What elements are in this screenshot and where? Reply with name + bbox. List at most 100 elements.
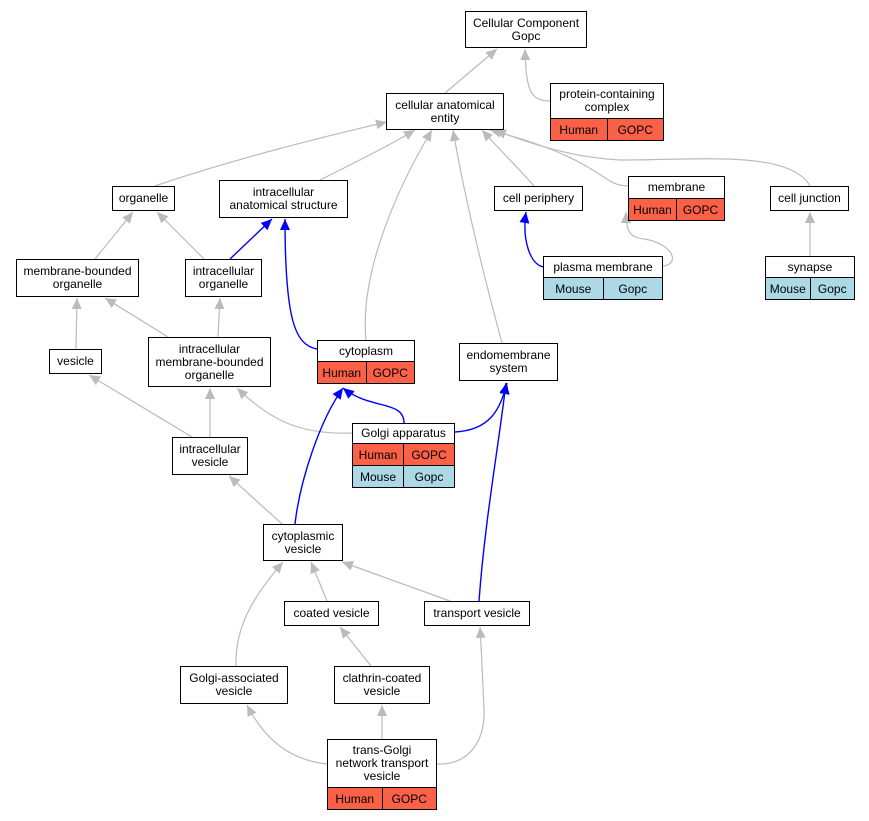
node-label: transport vesicle <box>433 606 521 620</box>
edge-tv-to-cv <box>341 561 451 602</box>
node-label: cytoplasmic vesicle <box>271 528 335 556</box>
edge-cj-to-cae <box>494 129 811 187</box>
edge-imbo-to-mbo <box>104 297 169 338</box>
node-clathrin-coated-vesicle[interactable]: clathrin-coated vesicle <box>334 666 430 704</box>
node-label: endomembrane system <box>466 348 551 375</box>
node-label: intracellular organelle <box>192 264 255 291</box>
edge-io-to-ias[interactable] <box>229 218 273 260</box>
edge-cv-to-cyto[interactable] <box>294 387 344 525</box>
node-cell-periphery[interactable]: cell periphery <box>494 186 583 211</box>
gene-cell: GOPC <box>381 788 436 809</box>
edge-imbo-to-io <box>214 297 225 338</box>
edge-cyto-to-cae <box>364 129 433 341</box>
edge-gav-to-cv <box>235 561 284 667</box>
edge-pcc-to-cc <box>520 48 551 102</box>
gene-cell: GOPC <box>606 119 663 140</box>
species-cell: Mouse <box>766 278 810 299</box>
node-label: vesicle <box>57 354 94 368</box>
node-cytoplasmic-vesicle[interactable]: cytoplasmic vesicle <box>263 524 343 561</box>
species-cell: Human <box>318 362 366 383</box>
edge-cp-to-cae <box>481 129 535 187</box>
species-cell: Human <box>551 119 607 140</box>
node-label: Cellular Component Gopc <box>472 15 580 43</box>
node-intracellular-vesicle[interactable]: intracellular vesicle <box>172 437 248 475</box>
node-vesicle[interactable]: vesicle <box>49 349 102 374</box>
edge-pm-to-mem <box>621 211 673 267</box>
species-cell: Mouse <box>353 466 403 487</box>
edge-es-to-cae <box>449 129 503 344</box>
node-label: organelle <box>118 191 169 205</box>
gene-cell: GOPC <box>676 199 724 220</box>
node-label: trans-Golgi network transport vesicle <box>335 743 429 783</box>
node-label: membrane <box>647 180 706 194</box>
node-label: clathrin-coated vesicle <box>342 671 422 698</box>
species-cell: Human <box>328 788 382 809</box>
node-organelle[interactable]: organelle <box>112 186 175 211</box>
gene-cell: Gopc <box>809 278 854 299</box>
gene-cell: GOPC <box>365 362 414 383</box>
edge-cv-to-iv <box>228 475 283 525</box>
edge-ga-to-imbo <box>236 387 353 434</box>
species-cell: Human <box>629 199 676 220</box>
edge-io-to-org <box>156 211 205 260</box>
edge-mbo-to-org <box>94 211 134 260</box>
node-label: Golgi apparatus <box>361 426 446 440</box>
node-cellular-anatomical-entity[interactable]: cellular anatomical entity <box>386 93 504 130</box>
node-cellular-component[interactable]: Cellular Component Gopc <box>465 11 587 48</box>
species-cell: Mouse <box>544 278 603 299</box>
edge-org-to-cae <box>154 119 388 187</box>
edge-ves-to-mbo <box>71 297 82 350</box>
edge-tgn-to-tv <box>436 626 486 765</box>
node-transport-vesicle[interactable]: transport vesicle <box>424 601 530 626</box>
node-endomembrane-system[interactable]: endomembrane system <box>459 343 558 381</box>
gene-cell: Gopc <box>602 278 662 299</box>
edge-coat-to-cv <box>310 561 328 602</box>
edge-cae-to-cc <box>444 48 498 94</box>
node-label: intracellular membrane-bounded organelle <box>155 341 264 382</box>
edge-ga-to-cyto[interactable] <box>342 387 405 424</box>
edge-iv-to-ves <box>88 374 193 438</box>
node-label: coated vesicle <box>293 606 370 620</box>
edge-mem-to-cae <box>489 127 629 187</box>
gene-cell: Gopc <box>403 466 454 487</box>
node-label: protein-containing complex <box>559 87 655 114</box>
edge-tgn-to-gav <box>246 704 328 765</box>
species-cell: Human <box>353 444 403 465</box>
node-intracellular-organelle[interactable]: intracellular organelle <box>185 259 262 297</box>
node-label: cellular anatomical entity <box>395 97 495 125</box>
node-label: cell junction <box>778 191 841 205</box>
edge-ga-to-es[interactable] <box>454 382 510 433</box>
node-cell-junction[interactable]: cell junction <box>770 186 849 211</box>
edge-ias-to-cae <box>319 129 416 181</box>
node-label: membrane-bounded organelle <box>23 264 132 291</box>
edge-ccv-to-coat <box>339 626 372 667</box>
node-label: Golgi-associated vesicle <box>189 671 279 698</box>
node-label: cytoplasm <box>338 343 394 358</box>
edge-tv-to-es[interactable] <box>478 382 510 602</box>
node-golgi-associated-vesicle[interactable]: Golgi-associated vesicle <box>180 666 288 704</box>
node-coated-vesicle[interactable]: coated vesicle <box>284 601 379 626</box>
node-intracellular-anatomical-structure[interactable]: intracellular anatomical structure <box>219 180 348 218</box>
edge-cyto-to-ias[interactable] <box>280 218 318 350</box>
node-label: intracellular vesicle <box>179 442 241 469</box>
edge-pm-to-cp[interactable] <box>519 211 545 268</box>
node-membrane-bounded-organelle[interactable]: membrane-bounded organelle <box>16 259 139 297</box>
node-intracellular-membrane-bounded-organelle[interactable]: intracellular membrane-bounded organelle <box>148 337 271 387</box>
node-label: synapse <box>787 259 833 274</box>
